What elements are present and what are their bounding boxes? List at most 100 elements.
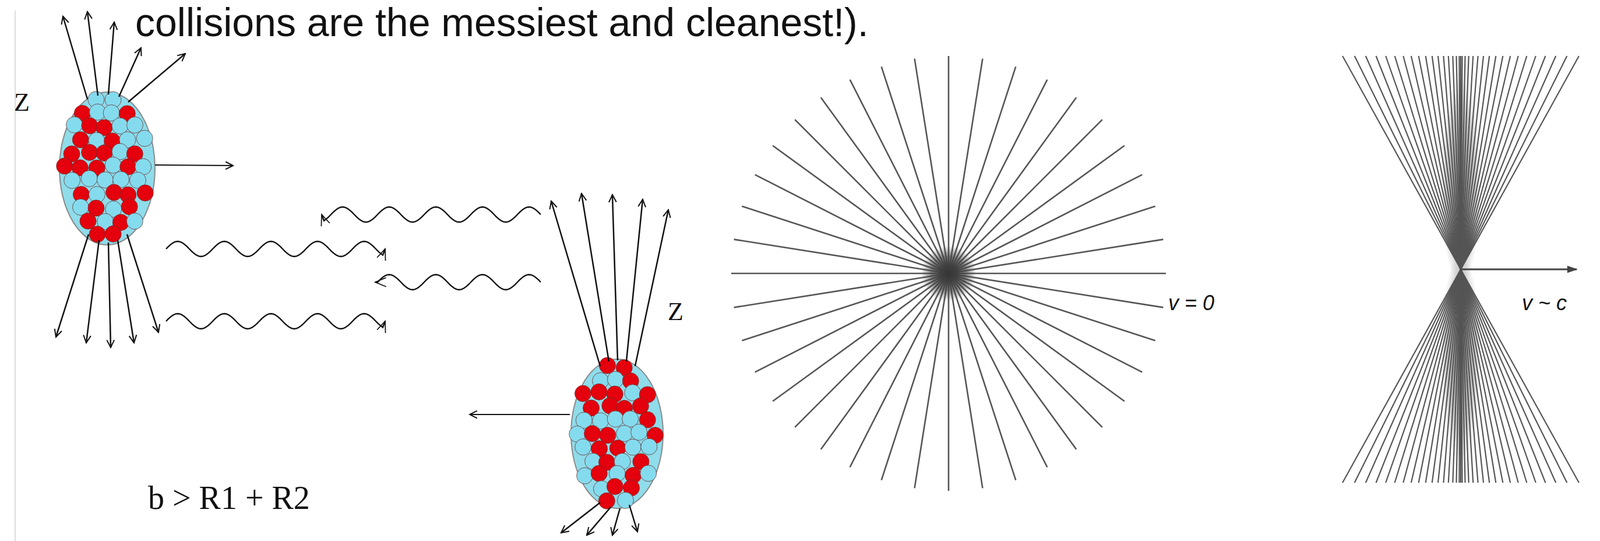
proton xyxy=(104,225,122,242)
field-line xyxy=(947,273,950,491)
neutron xyxy=(126,212,143,229)
particle-arrow xyxy=(551,201,601,366)
neutron xyxy=(607,371,624,388)
particle-arrow xyxy=(108,22,115,95)
field-line xyxy=(948,273,1077,450)
field-line xyxy=(1342,55,1580,483)
field-line xyxy=(948,273,1125,401)
field-line xyxy=(794,119,949,274)
particle-arrow xyxy=(117,240,135,343)
slide-heading-fragment: collisions are the messiest and cleanest… xyxy=(132,2,872,46)
impact-condition: b > R1 + R2 xyxy=(147,481,310,514)
particle-arrow xyxy=(55,234,89,337)
field-line xyxy=(947,55,950,274)
field-line xyxy=(948,239,1164,274)
neutron xyxy=(136,129,153,147)
field-line xyxy=(820,273,949,450)
proton xyxy=(606,477,623,495)
neutron xyxy=(575,438,592,456)
field-line xyxy=(731,272,949,275)
field-line xyxy=(881,273,949,481)
field-line xyxy=(794,273,949,428)
particle-arrow xyxy=(561,502,601,533)
field-line xyxy=(948,272,1166,275)
neutron xyxy=(64,171,81,189)
field-line xyxy=(948,79,1048,274)
field-line xyxy=(948,97,1077,274)
field-line xyxy=(741,273,949,341)
photon-wave xyxy=(375,274,541,290)
photon-wave xyxy=(166,241,386,257)
proton xyxy=(81,117,98,135)
proton xyxy=(81,143,98,161)
neutron xyxy=(640,464,657,482)
neutron xyxy=(640,438,658,455)
neutron xyxy=(616,425,633,442)
field-line xyxy=(948,273,1103,428)
field-line xyxy=(820,97,949,274)
nucleus xyxy=(59,92,155,245)
boosted-field-lines xyxy=(1342,55,1580,483)
neutron xyxy=(80,170,98,187)
particle-arrow xyxy=(635,209,669,366)
proton xyxy=(598,492,615,509)
field-line xyxy=(772,145,949,274)
neutron xyxy=(576,467,594,484)
field-line xyxy=(1342,55,1580,483)
field-line xyxy=(772,273,949,401)
field-line xyxy=(948,273,1156,341)
proton xyxy=(136,184,154,202)
field-line xyxy=(948,206,1156,274)
particle-arrow xyxy=(62,16,88,100)
particle-arrow xyxy=(127,234,159,333)
field-line xyxy=(948,145,1125,274)
proton xyxy=(89,226,106,243)
neutron xyxy=(127,116,144,133)
velocity-arrow xyxy=(469,413,570,415)
field-line xyxy=(881,66,949,274)
photon-wave xyxy=(321,206,541,222)
particle-arrow xyxy=(118,47,142,97)
field-line xyxy=(914,58,949,274)
velocity-label: v = 0 xyxy=(1168,292,1215,314)
proton xyxy=(106,184,123,201)
charge-label: Z xyxy=(667,298,684,325)
particle-arrow xyxy=(581,193,609,362)
neutron xyxy=(66,116,83,133)
particle-arrow xyxy=(629,504,638,532)
particle-arrow xyxy=(86,240,100,343)
proton xyxy=(121,198,138,216)
photon-wave xyxy=(166,313,386,329)
velocity-label: v ~ c xyxy=(1521,292,1567,314)
particle-arrow xyxy=(626,199,643,362)
particle-arrow xyxy=(612,508,620,535)
field-line xyxy=(948,119,1103,274)
particle-arrow xyxy=(612,194,618,361)
field-line xyxy=(741,206,949,274)
particle-arrow xyxy=(586,506,611,535)
particle-arrow xyxy=(128,53,186,102)
particle-arrow xyxy=(87,11,98,96)
proton xyxy=(590,464,608,482)
proton xyxy=(584,425,601,442)
charge-blob xyxy=(920,245,977,302)
proton xyxy=(598,357,616,374)
charge-label: Z xyxy=(13,89,30,116)
field-line xyxy=(948,273,983,488)
field-line xyxy=(948,273,1016,481)
field-line xyxy=(948,66,1016,274)
neutron xyxy=(607,410,624,428)
field-line xyxy=(734,273,949,308)
velocity-arrow xyxy=(1460,268,1577,271)
neutron xyxy=(631,423,648,440)
neutron xyxy=(104,156,122,174)
proton xyxy=(575,385,592,402)
static-field-lines xyxy=(731,55,1166,491)
velocity-arrow xyxy=(154,164,234,166)
proton xyxy=(56,157,73,175)
field-line xyxy=(948,273,1143,372)
collision-sketch xyxy=(55,11,669,535)
neutron xyxy=(617,491,634,509)
proton xyxy=(590,383,608,400)
